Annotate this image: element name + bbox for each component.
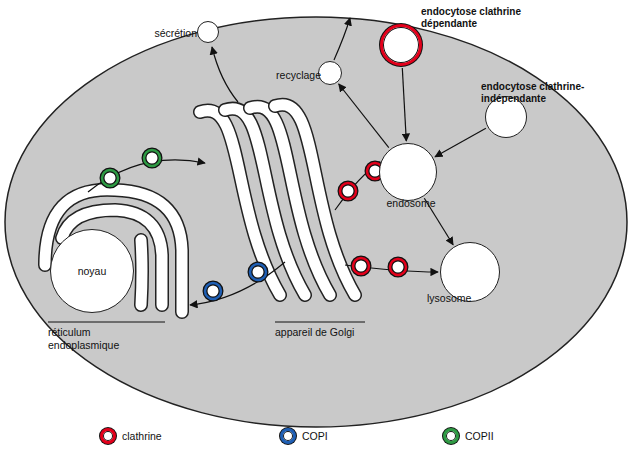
endosome-circle: endosome (379, 143, 437, 201)
node-text: noyau (51, 265, 133, 277)
clathrin-endocytosis-vesicle: endocytose clathrine dépendante (380, 24, 422, 66)
golgi-apparatus (200, 105, 355, 295)
legend-swatch (100, 428, 116, 444)
transport-connector (402, 68, 406, 141)
endocytosis-vesicle: endocytose clathrine-indépendante (485, 96, 527, 138)
lysosome-circle: lysosome (440, 242, 500, 302)
node-text: endocytose clathrine-indépendante (481, 81, 609, 105)
legend-item: COPI (280, 428, 328, 444)
organelle-label: réticulum endoplasmique (48, 326, 148, 352)
cell-membrane (5, 17, 627, 427)
legend-text: COPII (465, 430, 494, 442)
node-text: recyclage (271, 69, 321, 81)
nucleus: noyau (50, 229, 134, 313)
node-text: lysosome (427, 292, 487, 304)
node-text: endosome (381, 197, 441, 209)
reticulum (45, 190, 182, 312)
recycling-vesicle: recyclage (318, 61, 342, 85)
transport-connector (424, 198, 453, 245)
legend-text: COPI (302, 430, 328, 442)
transport-arrow (88, 18, 438, 305)
copi-vesicle (205, 264, 266, 299)
secretion-vesicle: sécrétion (197, 21, 219, 43)
transport-connector (339, 84, 389, 148)
organelle-label: appareil de Golgi (275, 326, 355, 339)
legend-item: clathrine (100, 428, 162, 444)
copii-vesicle (102, 150, 160, 186)
node-text: endocytose clathrine dépendante (421, 6, 529, 30)
label-rule (48, 322, 165, 323)
transport-connector (435, 128, 486, 157)
node-text: sécrétion (151, 27, 197, 39)
legend-swatch (443, 428, 459, 444)
legend-item: COPII (443, 428, 494, 444)
legend-swatch (280, 428, 296, 444)
legend-text: clathrine (122, 430, 162, 442)
label-rule (275, 322, 365, 323)
